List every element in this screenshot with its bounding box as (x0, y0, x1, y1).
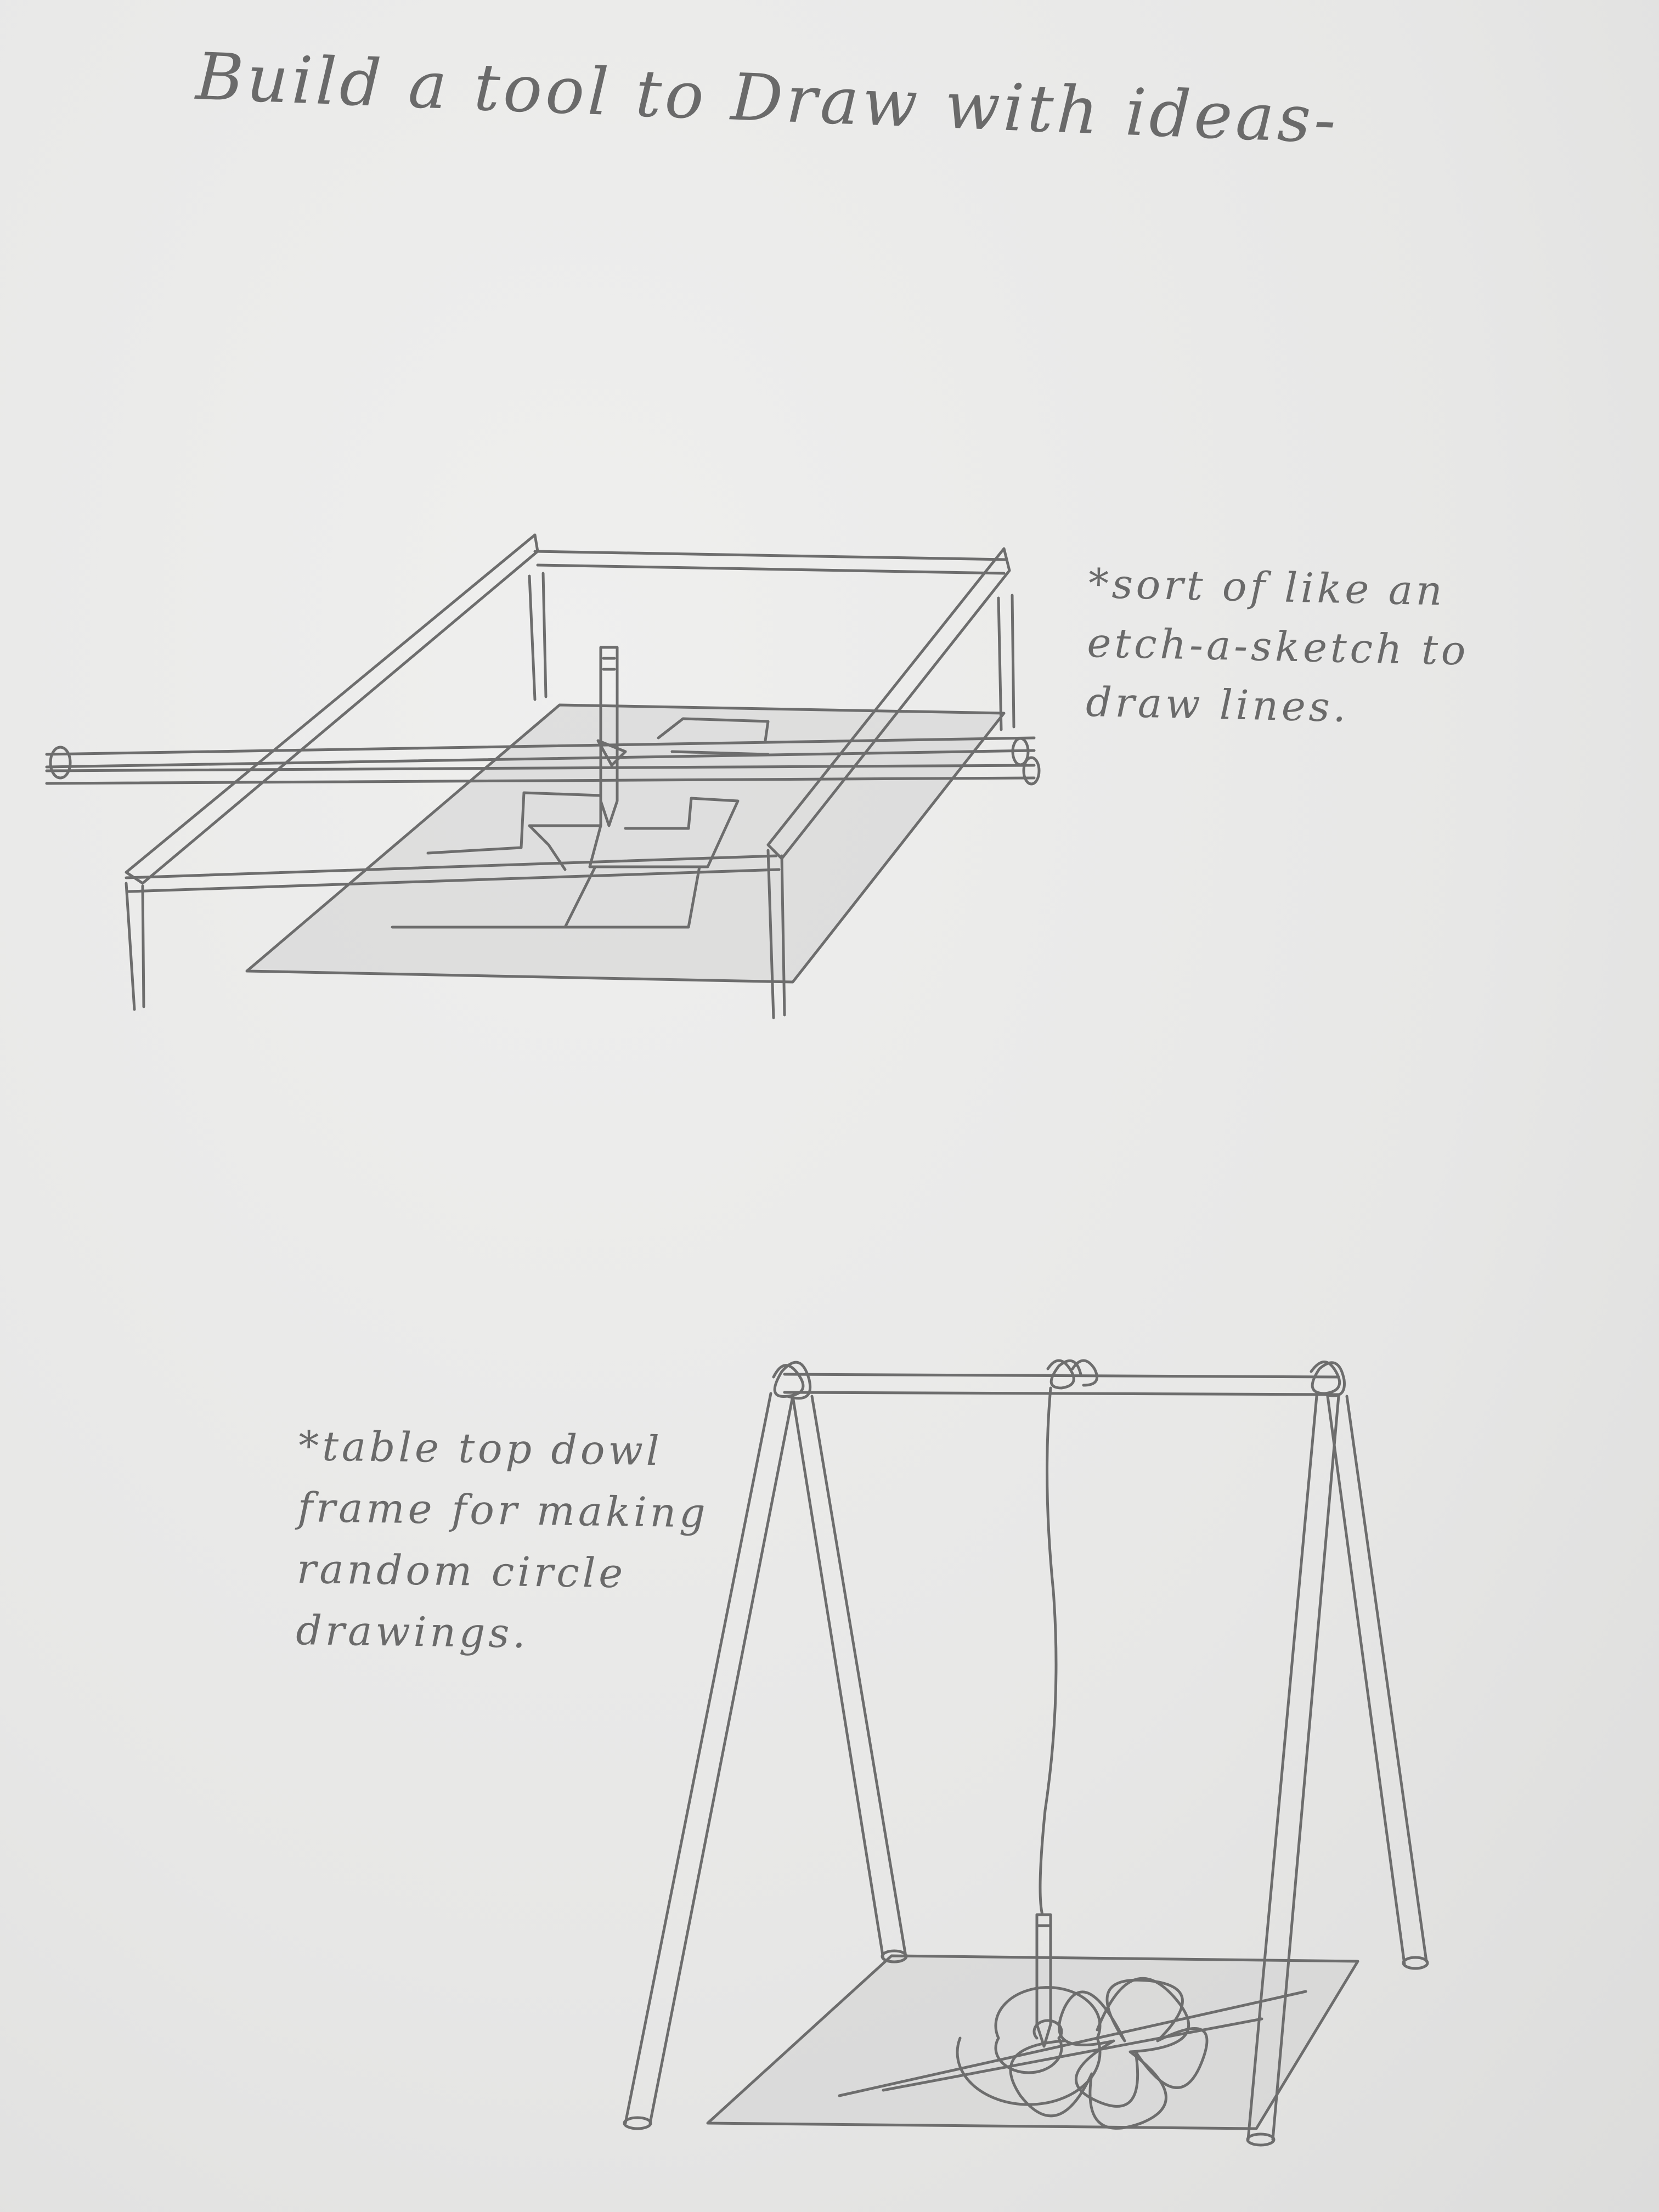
note-line: random circle (296, 1538, 708, 1605)
note-line: *table top dowl (298, 1415, 710, 1482)
dowel-frame-note: *table top dowl frame for making random … (296, 1415, 710, 1667)
note-line: drawings. (296, 1600, 708, 1667)
note-line: frame for making (297, 1477, 709, 1544)
